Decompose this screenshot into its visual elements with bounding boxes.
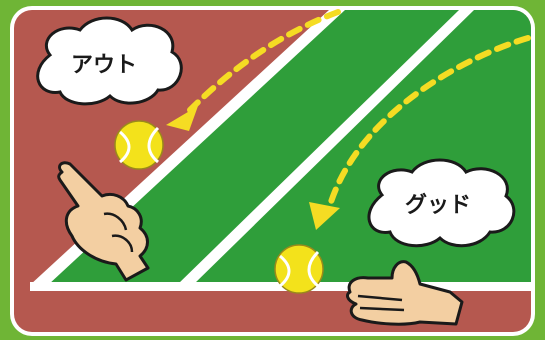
out-speech-bubble: アウト — [38, 18, 182, 104]
good-label: グッド — [405, 192, 471, 218]
tennis-ball-out-icon — [115, 121, 163, 169]
out-label: アウト — [71, 53, 137, 78]
tennis-ball-good-icon — [275, 245, 323, 293]
good-speech-bubble: グッド — [369, 160, 514, 246]
